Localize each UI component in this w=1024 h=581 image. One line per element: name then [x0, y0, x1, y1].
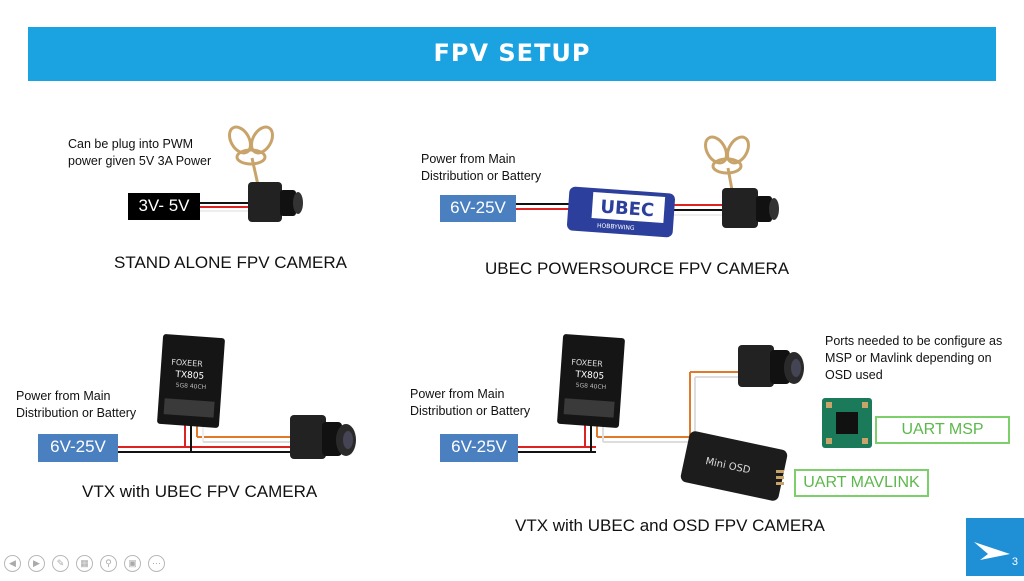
vtx-caption: VTX with UBEC FPV CAMERA: [82, 482, 318, 501]
vtx-voltage-box: 6V-25V: [38, 434, 118, 462]
osd-board: Mini OSD: [680, 431, 788, 501]
osd-note: Power from Main Distribution or Battery: [410, 387, 531, 418]
vtx-camera: [290, 415, 356, 459]
ubec-caption: UBEC POWERSOURCE FPV CAMERA: [485, 259, 790, 278]
vtx-note: Power from Main Distribution or Battery: [16, 389, 137, 420]
ports-note: Ports needed to be configure as MSP or M…: [825, 334, 1003, 382]
ubec-antenna: [704, 135, 750, 191]
mini-flight-board: [822, 398, 872, 448]
osd-transmitter: FOXEER TX805 5G8 40CH: [557, 334, 625, 428]
title-bar: FPV SETUP: [28, 27, 996, 81]
slide-title: FPV SETUP: [433, 39, 591, 67]
ubec-module: UBEC HOBBYWING: [566, 186, 676, 238]
vtx-brand: FOXEER: [171, 358, 204, 369]
vtx-model: TX805: [174, 370, 204, 382]
uart-mavlink-box: UART MAVLINK: [794, 469, 929, 497]
standalone-caption: STAND ALONE FPV CAMERA: [114, 253, 348, 272]
osd-vtx-brand: FOXEER: [571, 358, 604, 369]
slides-grid-icon[interactable]: ▦: [76, 555, 93, 572]
standalone-note: Can be plug into PWM power given 5V 3A P…: [68, 137, 212, 168]
ubec-module-brand: HOBBYWING: [597, 222, 635, 232]
prev-slide-icon[interactable]: ◀: [4, 555, 21, 572]
slide-number: 3: [1011, 556, 1018, 568]
ubec-module-text: UBEC: [600, 197, 655, 222]
osd-caption: VTX with UBEC and OSD FPV CAMERA: [515, 516, 825, 535]
pen-icon[interactable]: ✎: [52, 555, 69, 572]
logo-box: 3: [966, 518, 1024, 576]
next-slide-icon[interactable]: ▶: [28, 555, 45, 572]
osd-camera: [738, 345, 804, 387]
screen-icon[interactable]: ▣: [124, 555, 141, 572]
osd-vtx-sub: 5G8 40CH: [575, 382, 606, 391]
osd-wires: [518, 371, 745, 453]
osd-voltage-box: 6V-25V: [440, 434, 518, 462]
standalone-camera: [248, 182, 303, 222]
vtx-transmitter: FOXEER TX805 5G8 40CH: [157, 334, 225, 428]
arrow-logo-icon: [974, 542, 1010, 560]
standalone-wires: [200, 202, 252, 212]
ubec-camera: [722, 188, 779, 228]
ubec-voltage-box: 6V-25V: [440, 195, 516, 222]
standalone-antenna: [228, 125, 274, 186]
osd-vtx-model: TX805: [574, 370, 604, 382]
standalone-voltage-box: 3V- 5V: [128, 193, 200, 220]
ubec-wires: [516, 203, 725, 216]
ubec-note: Power from Main Distribution or Battery: [421, 152, 542, 183]
uart-msp-box: UART MSP: [875, 416, 1010, 444]
zoom-icon[interactable]: ⚲: [100, 555, 117, 572]
more-options-icon[interactable]: ⋯: [148, 555, 165, 572]
vtx-sub: 5G8 40CH: [175, 382, 206, 391]
